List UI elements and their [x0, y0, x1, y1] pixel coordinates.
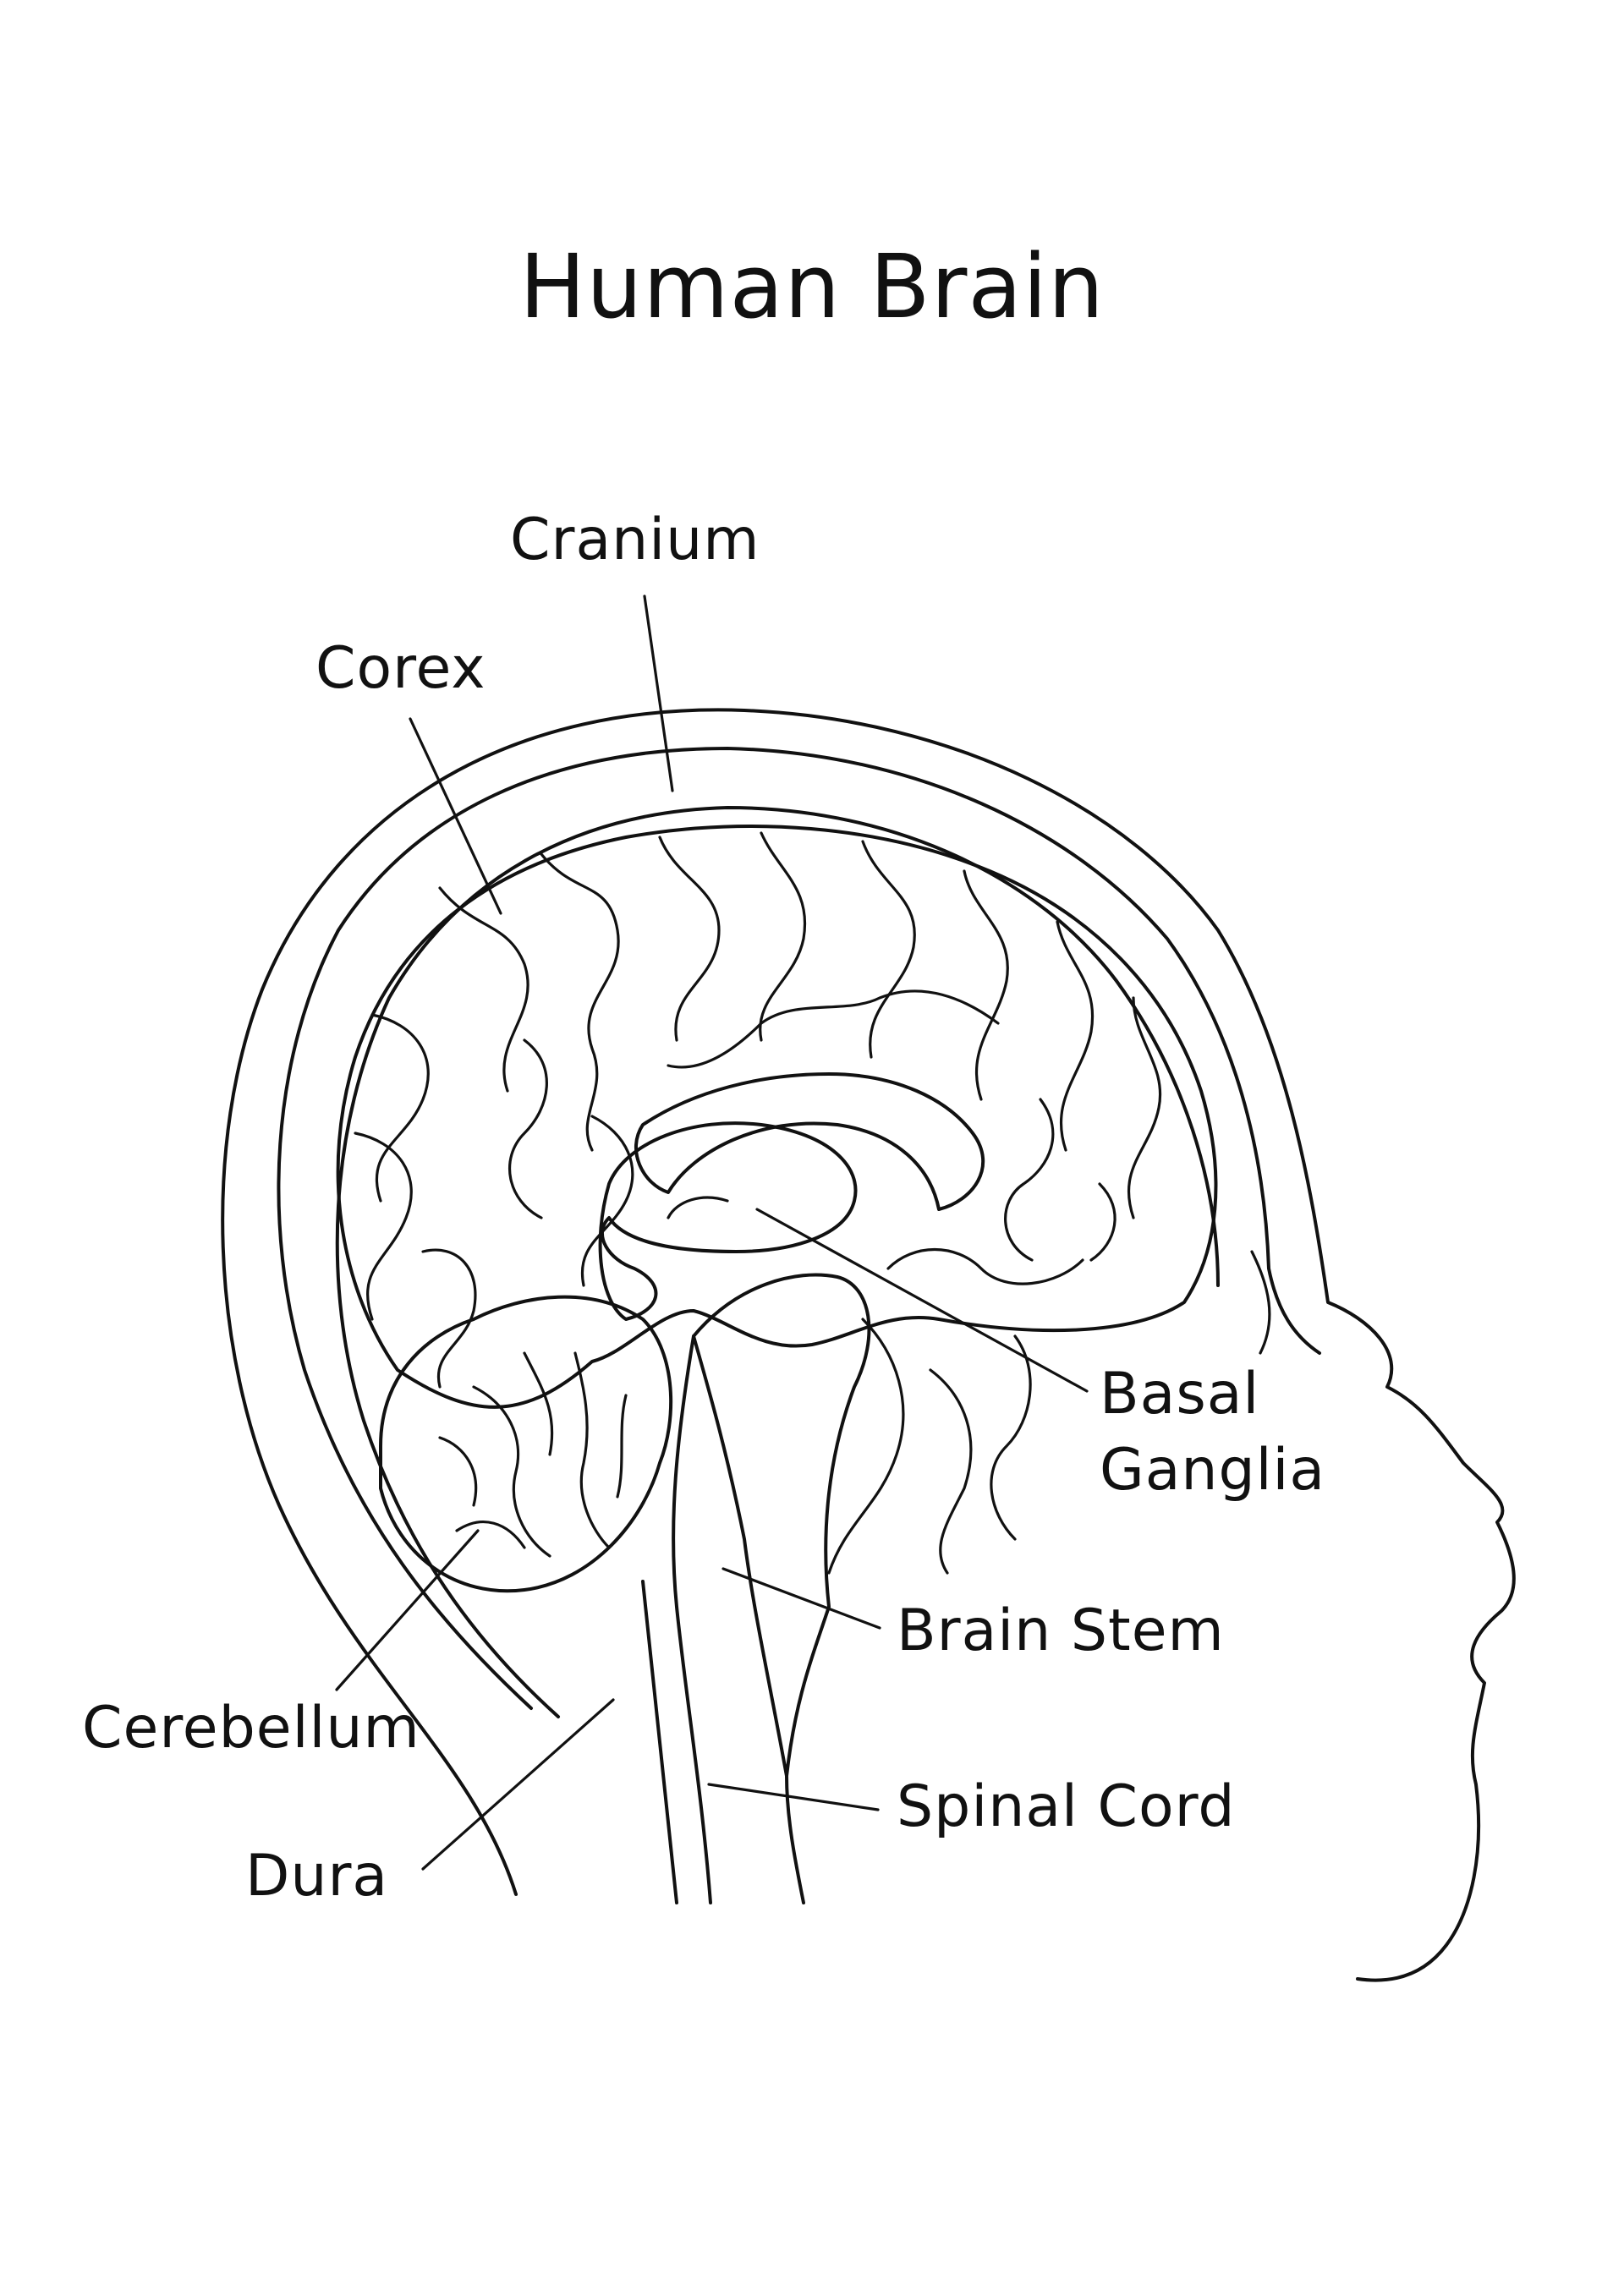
label-basal-ganglia-line1: Basal	[1100, 1361, 1260, 1427]
corpus-callosum	[634, 1072, 985, 1211]
cranium-leader	[643, 595, 674, 792]
cerebellum-arbor-vitae	[438, 1351, 628, 1558]
spinal-cord-left	[672, 1334, 712, 1904]
cranium-outline	[277, 747, 1321, 1710]
basal-ganglia-leader	[755, 1208, 1089, 1393]
spinal-cord-leader	[707, 1783, 880, 1811]
brain-stem-leader	[721, 1567, 881, 1630]
label-spinal-cord: Spinal Cord	[897, 1773, 1236, 1840]
dura-outline	[335, 806, 1220, 1718]
label-brain-stem: Brain Stem	[897, 1597, 1225, 1664]
cerebellum-outline	[379, 1295, 673, 1593]
label-basal-ganglia-line2: Ganglia	[1100, 1437, 1326, 1504]
head-outline	[221, 708, 1516, 1982]
brain-stem-outline	[692, 1273, 871, 1778]
cerebellum-leader	[335, 1529, 480, 1691]
label-dura: Dura	[245, 1843, 389, 1910]
diagram-title: Human Brain	[519, 235, 1105, 338]
cortex-folds	[354, 831, 1162, 1389]
dura-leader	[421, 1698, 615, 1871]
label-cortex: Corex	[315, 635, 486, 702]
basal-ganglia-shape	[598, 1121, 858, 1321]
cerebrum-outline	[336, 825, 1218, 1409]
spinal-cord-right	[785, 1774, 805, 1904]
cortex-leader	[409, 717, 502, 915]
label-cerebellum: Cerebellum	[82, 1695, 420, 1762]
label-cranium: Cranium	[510, 507, 760, 573]
